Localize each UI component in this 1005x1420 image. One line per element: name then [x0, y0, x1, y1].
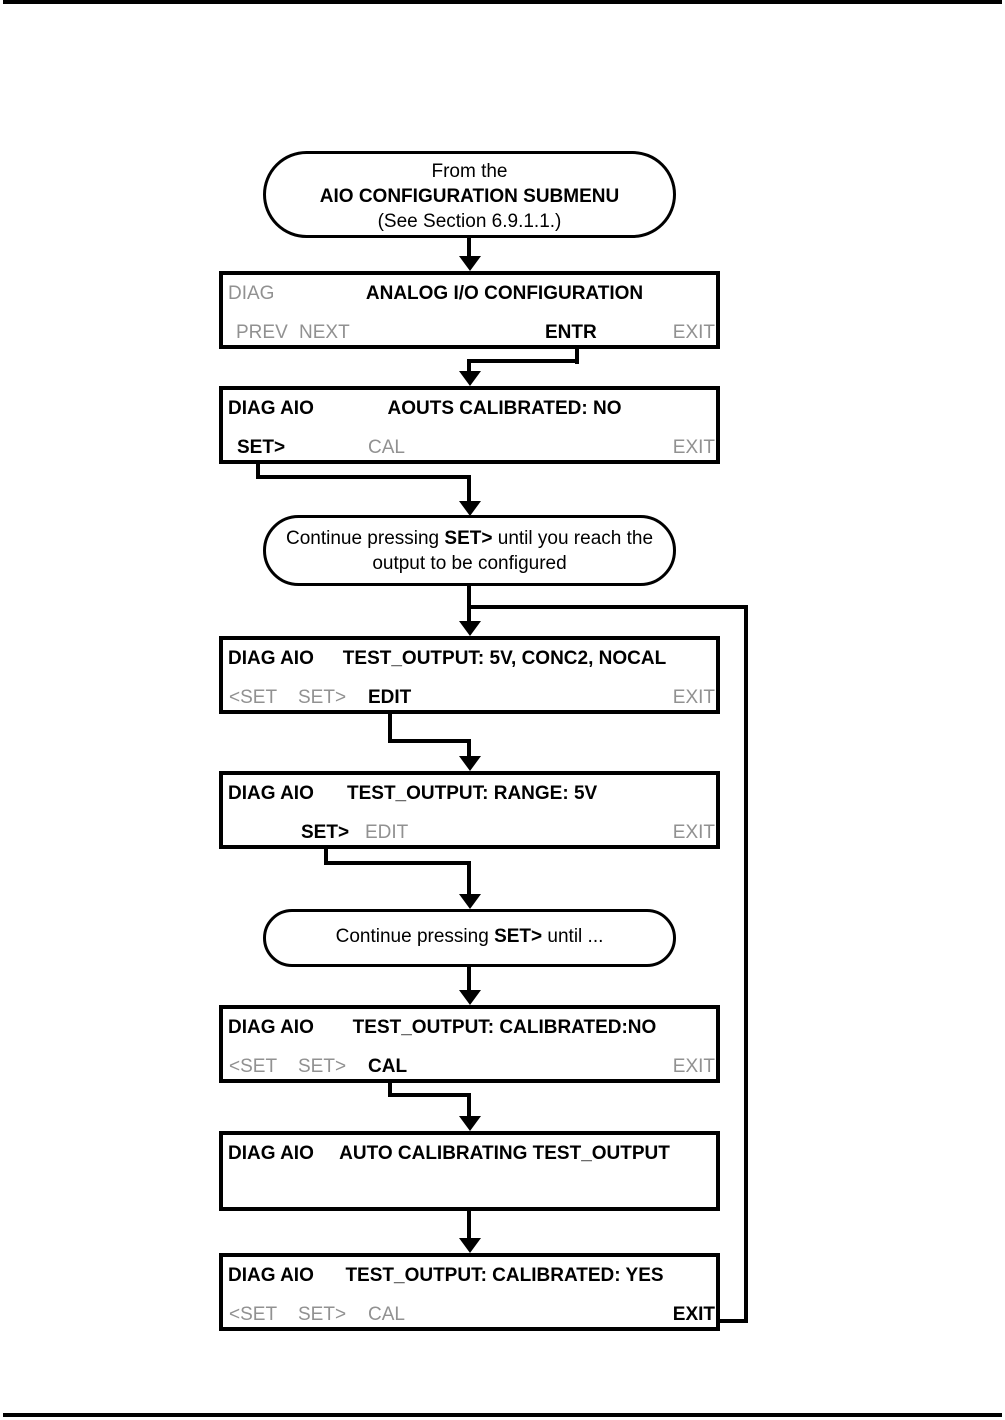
- connector-line: [388, 1081, 392, 1097]
- feedback-line-bottom: [717, 1319, 748, 1323]
- screen-test-output-calibrated-no: DIAG AIO TEST_OUTPUT: CALIBRATED:NO <SET…: [219, 1005, 720, 1083]
- button-set-left[interactable]: <SET: [229, 1056, 278, 1077]
- screen-title: TEST_OUTPUT: 5V, CONC2, NOCAL: [342, 648, 667, 669]
- page-top-rule: [3, 0, 1002, 4]
- button-set-left[interactable]: <SET: [229, 1304, 278, 1325]
- button-cal[interactable]: CAL: [368, 1304, 405, 1325]
- arrowhead-down-icon: [459, 894, 481, 909]
- button-exit[interactable]: EXIT: [672, 1056, 715, 1077]
- button-set-right[interactable]: SET>: [298, 1304, 347, 1325]
- button-set-right[interactable]: SET>: [237, 437, 286, 458]
- connector-line: [467, 739, 471, 761]
- connector-line: [467, 861, 471, 897]
- connector-line: [388, 1093, 471, 1097]
- button-exit[interactable]: EXIT: [672, 437, 715, 458]
- button-cal[interactable]: CAL: [368, 437, 405, 458]
- arrowhead-down-icon: [459, 501, 481, 516]
- button-set-right[interactable]: SET>: [301, 822, 350, 843]
- mode-label: DIAG AIO: [228, 1265, 314, 1286]
- screen-title: AOUTS CALIBRATED: NO: [387, 398, 622, 419]
- screen-analog-io-configuration: DIAG ANALOG I/O CONFIGURATION PREV NEXT …: [219, 271, 720, 349]
- mode-label: DIAG AIO: [228, 398, 314, 419]
- mode-label: DIAG: [228, 283, 275, 304]
- button-entr[interactable]: ENTR: [545, 322, 597, 343]
- arrowhead-down-icon: [459, 990, 481, 1005]
- connector-line: [256, 475, 471, 479]
- feedback-line-top: [467, 605, 748, 609]
- arrowhead-down-icon: [459, 371, 481, 386]
- mode-label: DIAG AIO: [228, 1017, 314, 1038]
- screen-title: AUTO CALIBRATING TEST_OUTPUT: [339, 1143, 670, 1164]
- connector-line: [467, 1093, 471, 1119]
- start-line-1: From the: [431, 161, 508, 182]
- screen-title: TEST_OUTPUT: CALIBRATED:NO: [352, 1017, 657, 1038]
- continue-pressing-note-2: Continue pressing SET> until ...: [263, 909, 676, 967]
- start-line-2: AIO CONFIGURATION SUBMENU: [319, 186, 620, 207]
- connector-line: [467, 359, 471, 373]
- button-set-right[interactable]: SET>: [298, 687, 347, 708]
- note-line-2: output to be configured: [372, 553, 567, 574]
- screen-test-output-range: DIAG AIO TEST_OUTPUT: RANGE: 5V SET> EDI…: [219, 771, 720, 849]
- flow-start-terminal: From the AIO CONFIGURATION SUBMENU (See …: [263, 151, 676, 238]
- arrowhead-down-icon: [459, 256, 481, 271]
- button-set-right[interactable]: SET>: [298, 1056, 347, 1077]
- connector-line: [256, 462, 260, 479]
- connector-line: [324, 861, 471, 865]
- arrowhead-down-icon: [459, 621, 481, 636]
- button-exit[interactable]: EXIT: [672, 322, 715, 343]
- screen-aouts-calibrated: DIAG AIO AOUTS CALIBRATED: NO SET> CAL E…: [219, 386, 720, 464]
- screen-auto-calibrating: DIAG AIO AUTO CALIBRATING TEST_OUTPUT: [219, 1131, 720, 1211]
- arrowhead-down-icon: [459, 756, 481, 771]
- button-set-left[interactable]: <SET: [229, 687, 278, 708]
- mode-label: DIAG AIO: [228, 1143, 314, 1164]
- connector-line: [388, 739, 471, 743]
- button-prev[interactable]: PREV: [236, 322, 288, 343]
- connector-line: [467, 1209, 471, 1241]
- button-edit[interactable]: EDIT: [365, 822, 409, 843]
- mode-label: DIAG AIO: [228, 648, 314, 669]
- mode-label: DIAG AIO: [228, 783, 314, 804]
- screen-test-output-calibrated-yes: DIAG AIO TEST_OUTPUT: CALIBRATED: YES <S…: [219, 1253, 720, 1331]
- button-edit[interactable]: EDIT: [368, 687, 412, 708]
- connector-line: [467, 359, 579, 363]
- button-exit[interactable]: EXIT: [672, 1304, 715, 1325]
- connector-line: [467, 964, 471, 993]
- screen-title: TEST_OUTPUT: RANGE: 5V: [347, 783, 598, 804]
- connector-line: [575, 348, 579, 364]
- start-line-3: (See Section 6.9.1.1.): [377, 211, 562, 232]
- screen-title: TEST_OUTPUT: CALIBRATED: YES: [345, 1265, 664, 1286]
- button-cal[interactable]: CAL: [368, 1056, 408, 1077]
- button-next[interactable]: NEXT: [299, 322, 350, 343]
- arrowhead-down-icon: [459, 1116, 481, 1131]
- connector-line: [467, 475, 471, 503]
- connector-line: [467, 237, 471, 259]
- feedback-line-right: [744, 605, 748, 1323]
- button-exit[interactable]: EXIT: [672, 687, 715, 708]
- screen-title: ANALOG I/O CONFIGURATION: [365, 283, 644, 304]
- connector-line: [467, 584, 471, 624]
- button-exit[interactable]: EXIT: [672, 822, 715, 843]
- connector-line: [324, 847, 328, 865]
- page-bottom-rule: [3, 1413, 1002, 1417]
- screen-test-output-summary: DIAG AIO TEST_OUTPUT: 5V, CONC2, NOCAL <…: [219, 636, 720, 714]
- note-line-1: Continue pressing SET> until you reach t…: [285, 528, 654, 549]
- connector-line: [388, 712, 392, 743]
- arrowhead-down-icon: [459, 1238, 481, 1253]
- continue-pressing-note-1: Continue pressing SET> until you reach t…: [263, 515, 676, 586]
